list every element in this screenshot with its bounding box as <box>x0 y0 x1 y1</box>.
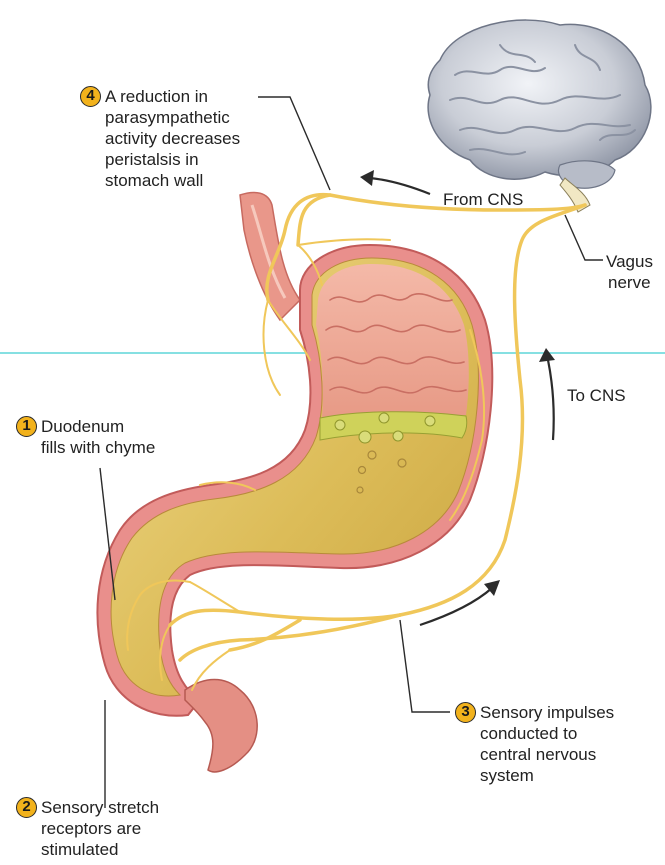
stomach <box>97 245 492 772</box>
step-3-line-2: conducted to <box>455 723 614 744</box>
to-cns-label: To CNS <box>567 385 626 406</box>
vagus-line-1: Vagus <box>606 251 653 272</box>
step-1-line-2: fills with chyme <box>16 437 155 458</box>
step-2-line-3: stimulated <box>16 839 159 860</box>
step-4-line-1: A reduction in <box>105 87 208 106</box>
from-cns-arrowhead <box>360 170 374 186</box>
step-3-line-3: central nervous <box>455 744 614 765</box>
step-4-line-3: activity decreases <box>80 128 240 149</box>
vagus-line-2: nerve <box>606 272 653 293</box>
step-2-badge: 2 <box>16 797 37 818</box>
from-cns-arrow <box>370 178 430 194</box>
step-4-badge: 4 <box>80 86 101 107</box>
step-2-line-1: Sensory stretch <box>41 798 159 817</box>
to-cns-arrow <box>548 360 554 440</box>
step-1-line-1: Duodenum <box>41 417 124 436</box>
step-4-line-4: peristalsis in <box>80 149 240 170</box>
step-2-line-2: receptors are <box>16 818 159 839</box>
step-3-line-1: Sensory impulses <box>480 703 614 722</box>
vagus-nerve-label: Vagus nerve <box>606 251 653 293</box>
step-3-badge: 3 <box>455 702 476 723</box>
from-cns-label: From CNS <box>443 189 523 210</box>
step-1-badge: 1 <box>16 416 37 437</box>
to-cns-arrowhead <box>539 348 555 362</box>
step-4-line-2: parasympathetic <box>80 107 240 128</box>
brain-icon <box>428 20 651 212</box>
step-3-line-4: system <box>455 765 614 786</box>
step-4-line-5: stomach wall <box>80 170 240 191</box>
